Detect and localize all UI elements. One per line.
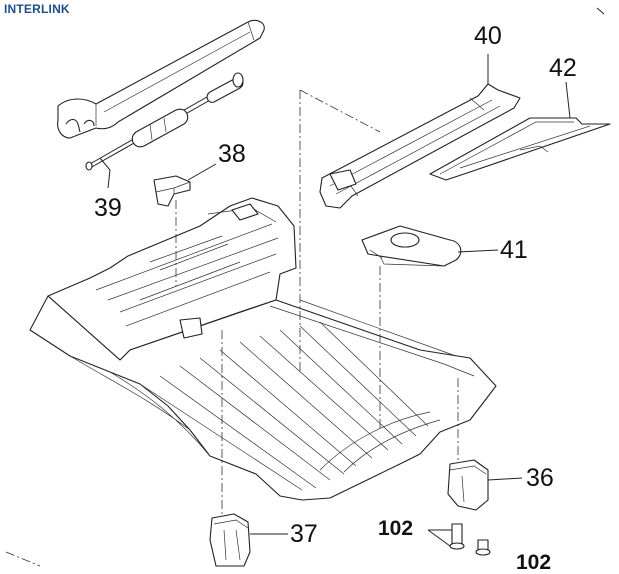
callout-42: 42 <box>549 54 577 82</box>
screws-102 <box>449 523 491 556</box>
part-39-cover-assembly <box>57 19 265 171</box>
assembly-lines <box>5 89 459 567</box>
callout-102-b: 102 <box>516 551 552 574</box>
callout-40: 40 <box>474 22 502 50</box>
part-40-paper-guide <box>319 83 521 209</box>
leader-lines <box>99 54 571 547</box>
part-38-holder <box>153 175 191 207</box>
corner-mark <box>596 7 605 15</box>
brand-label: INTERLINK <box>4 2 70 16</box>
callout-41: 41 <box>500 236 528 264</box>
callout-102-a: 102 <box>378 517 414 540</box>
part-41-stopper <box>361 225 462 267</box>
part-37-hinge <box>209 513 251 567</box>
callout-39: 39 <box>94 194 122 222</box>
part-36-hinge <box>447 459 489 511</box>
main-document-tray <box>29 197 497 501</box>
callout-38: 38 <box>218 140 246 168</box>
callout-36: 36 <box>526 464 554 492</box>
callout-37: 37 <box>290 520 318 548</box>
part-42-tray-extension <box>429 117 611 181</box>
